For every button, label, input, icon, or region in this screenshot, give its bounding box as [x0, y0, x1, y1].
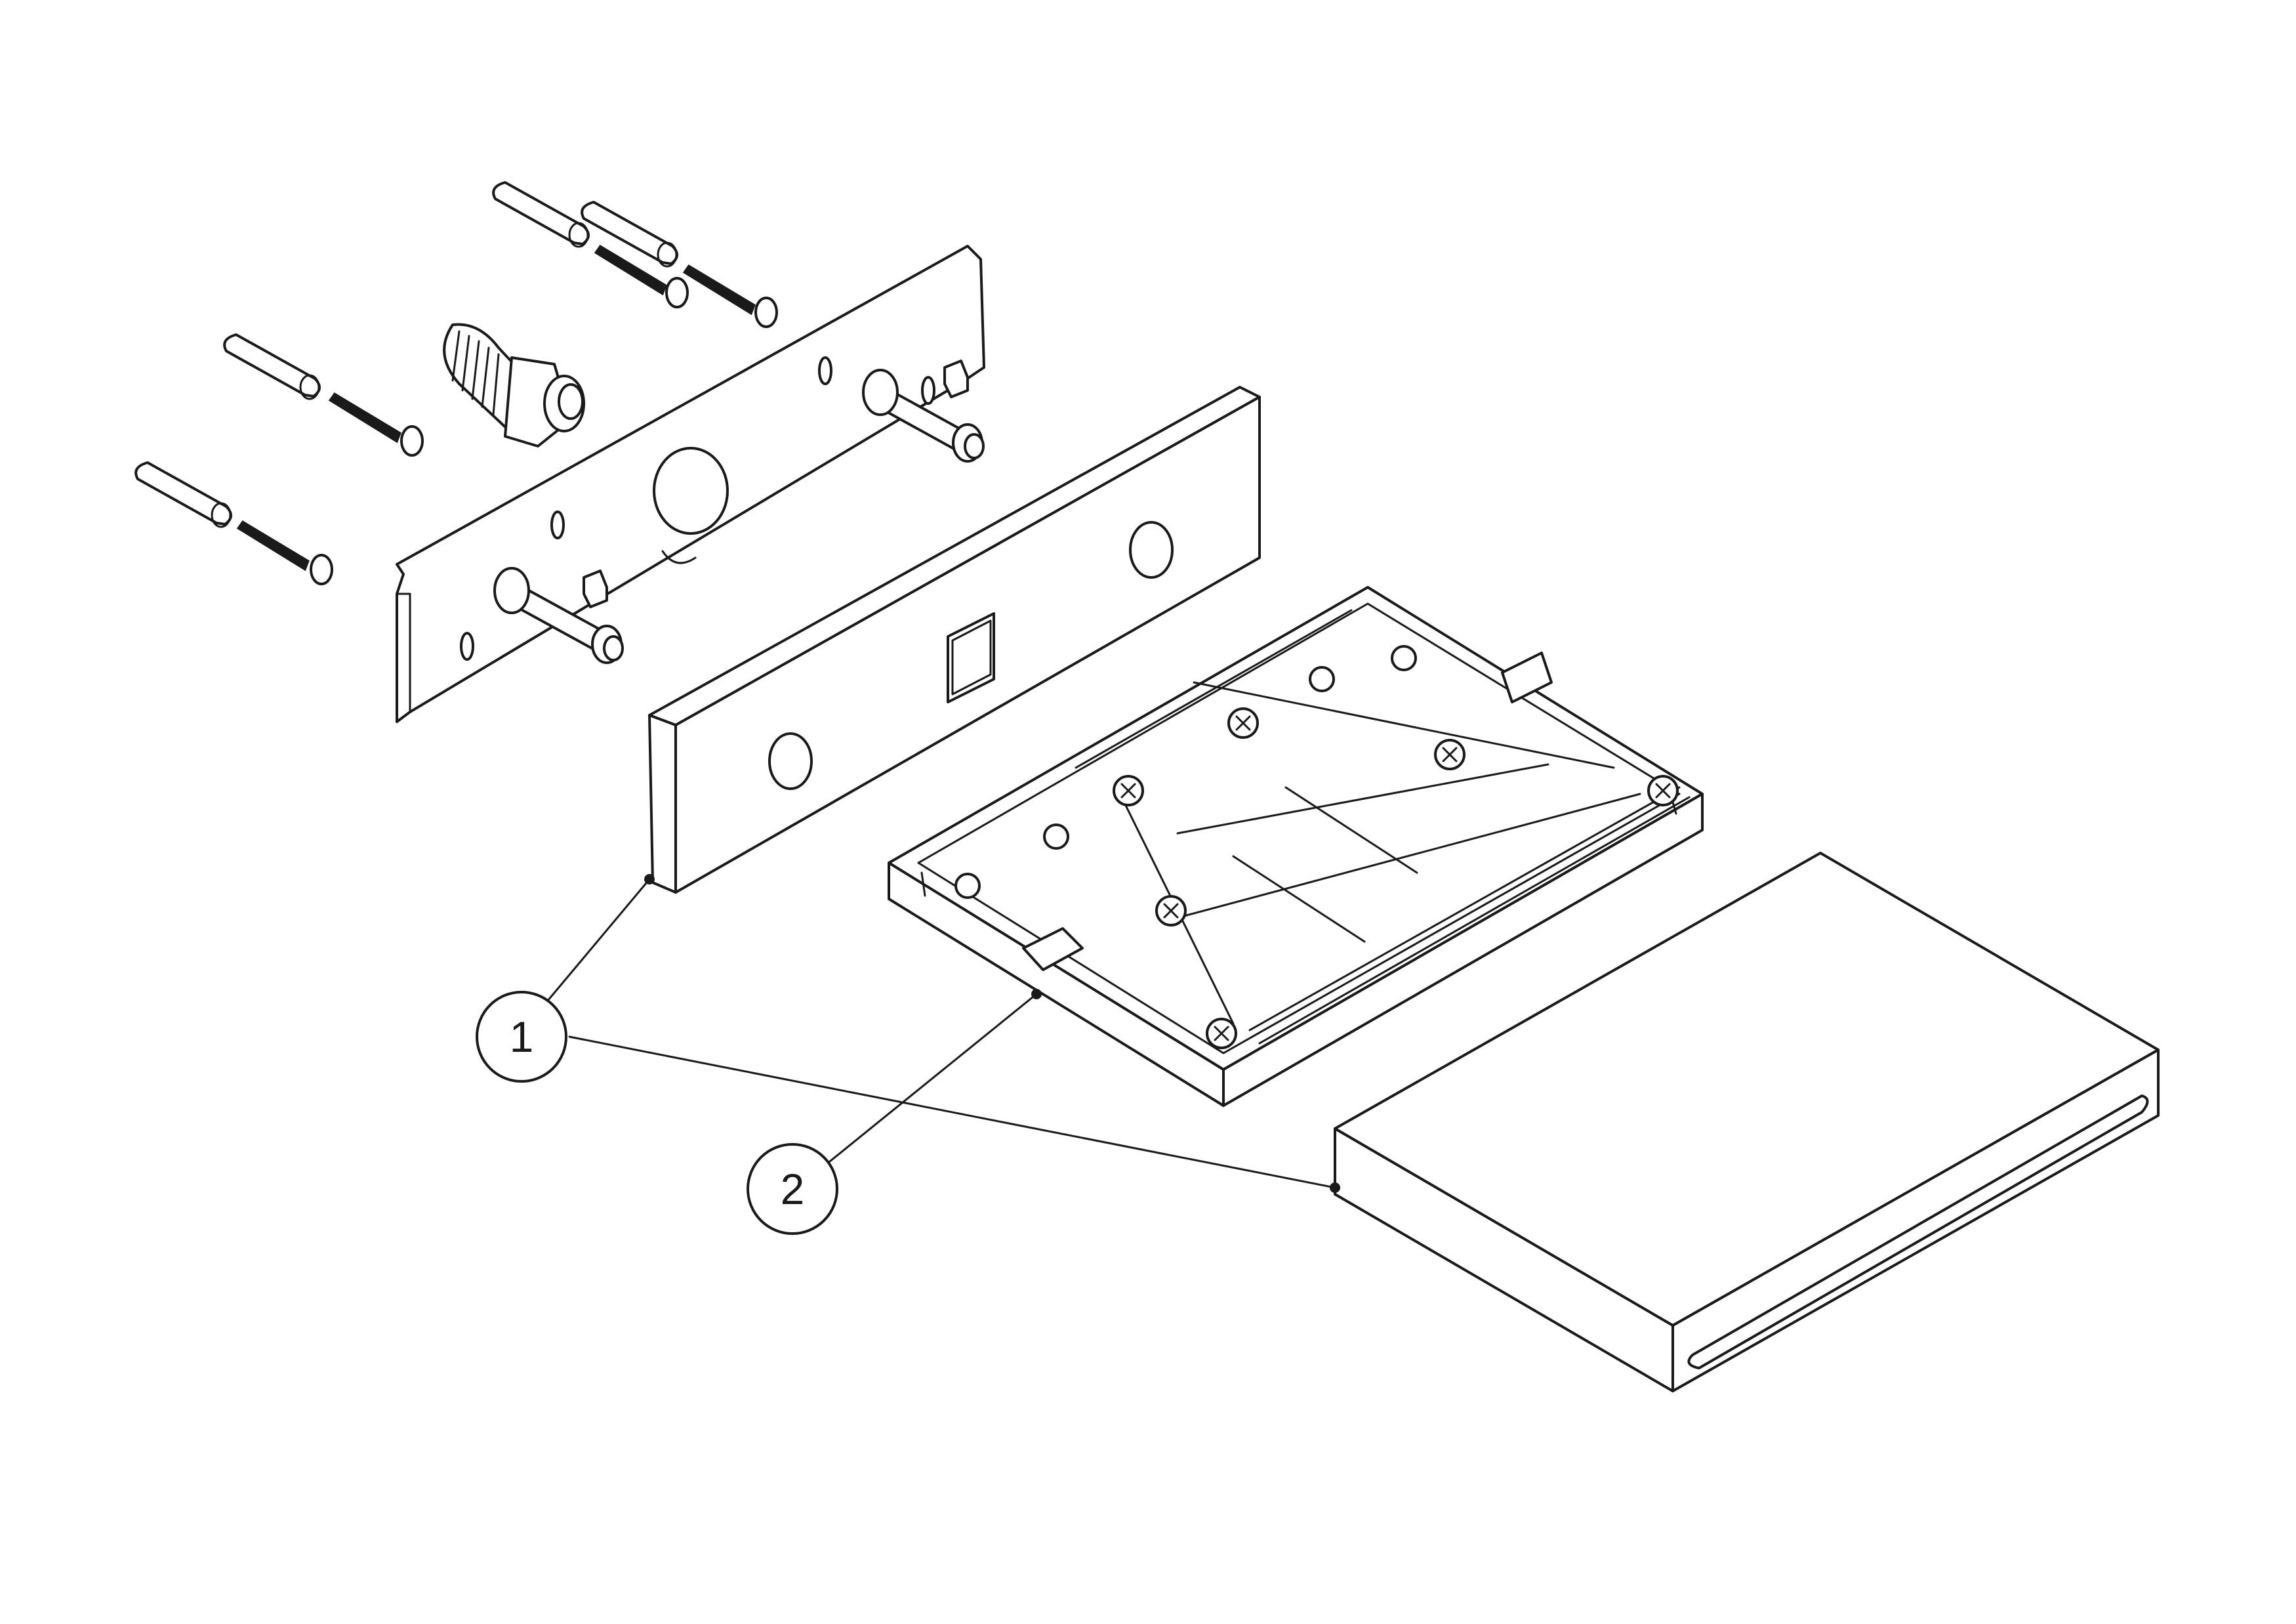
spacer-plate — [648, 386, 1261, 894]
screw-4 — [236, 520, 333, 585]
wall-plug-4 — [134, 461, 232, 528]
wall-plug-2 — [581, 201, 678, 268]
callout-2-label: 2 — [781, 1165, 805, 1213]
frame-screw-5 — [1206, 1018, 1237, 1049]
frame-screw-2 — [1434, 739, 1466, 770]
screw-1 — [594, 244, 689, 308]
bracket-pin-1 — [493, 567, 624, 664]
leader-lines — [546, 874, 1340, 1193]
bracket-pin-2 — [862, 369, 985, 463]
base-frame — [888, 586, 1704, 1107]
frame-screw-9 — [1043, 823, 1069, 850]
callout-2: 2 — [747, 1143, 838, 1235]
wall-plug-3 — [223, 333, 321, 400]
frame-screw-8 — [954, 873, 981, 899]
frame-screw-6 — [1647, 775, 1679, 806]
frame-screw-3 — [1113, 775, 1144, 806]
frame-screw-7 — [1309, 666, 1335, 692]
screw-2 — [682, 264, 778, 328]
callout-1-label: 1 — [510, 1012, 534, 1061]
frame-screw-10 — [1391, 645, 1417, 671]
callout-1: 1 — [476, 991, 567, 1083]
cover-box — [1334, 852, 2160, 1392]
screw-3 — [328, 392, 424, 457]
frame-screw-4 — [1155, 895, 1187, 927]
frame-screw-1 — [1227, 707, 1259, 739]
wall-plug-1 — [492, 181, 590, 248]
threaded-fitting — [443, 323, 585, 448]
